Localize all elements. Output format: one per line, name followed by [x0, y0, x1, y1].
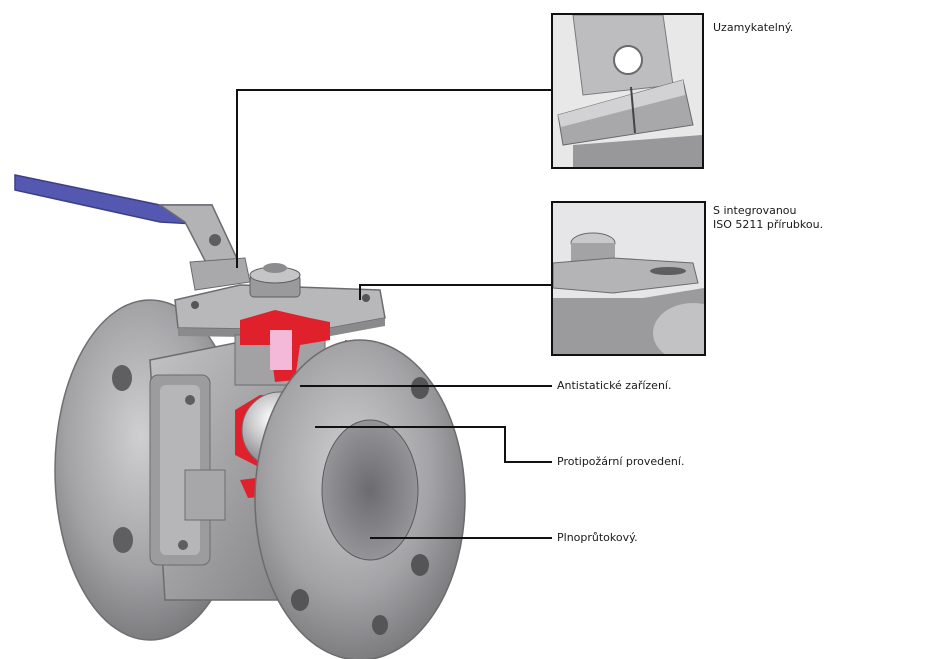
locking-detail-inset — [551, 13, 704, 169]
leader-lines — [236, 89, 552, 539]
callout-iso-flange-line1: S integrovanou — [713, 204, 797, 217]
lever-handle — [14, 174, 251, 291]
callout-iso-flange-line2: ISO 5211 přírubkou. — [713, 218, 824, 231]
callout-locking: Uzamykatelný. — [713, 21, 794, 34]
callout-full-bore: Plnoprůtokový. — [557, 531, 638, 544]
iso-5211-pad-icon — [553, 203, 704, 354]
callout-antistatic: Antistatické zařízení. — [557, 379, 672, 392]
locking-plate-icon — [553, 15, 702, 167]
stem-nut — [249, 263, 301, 298]
callout-fire-safe: Protipožární provedení. — [557, 455, 685, 468]
iso-flange-detail-inset — [551, 201, 706, 356]
front-flange — [254, 339, 466, 659]
